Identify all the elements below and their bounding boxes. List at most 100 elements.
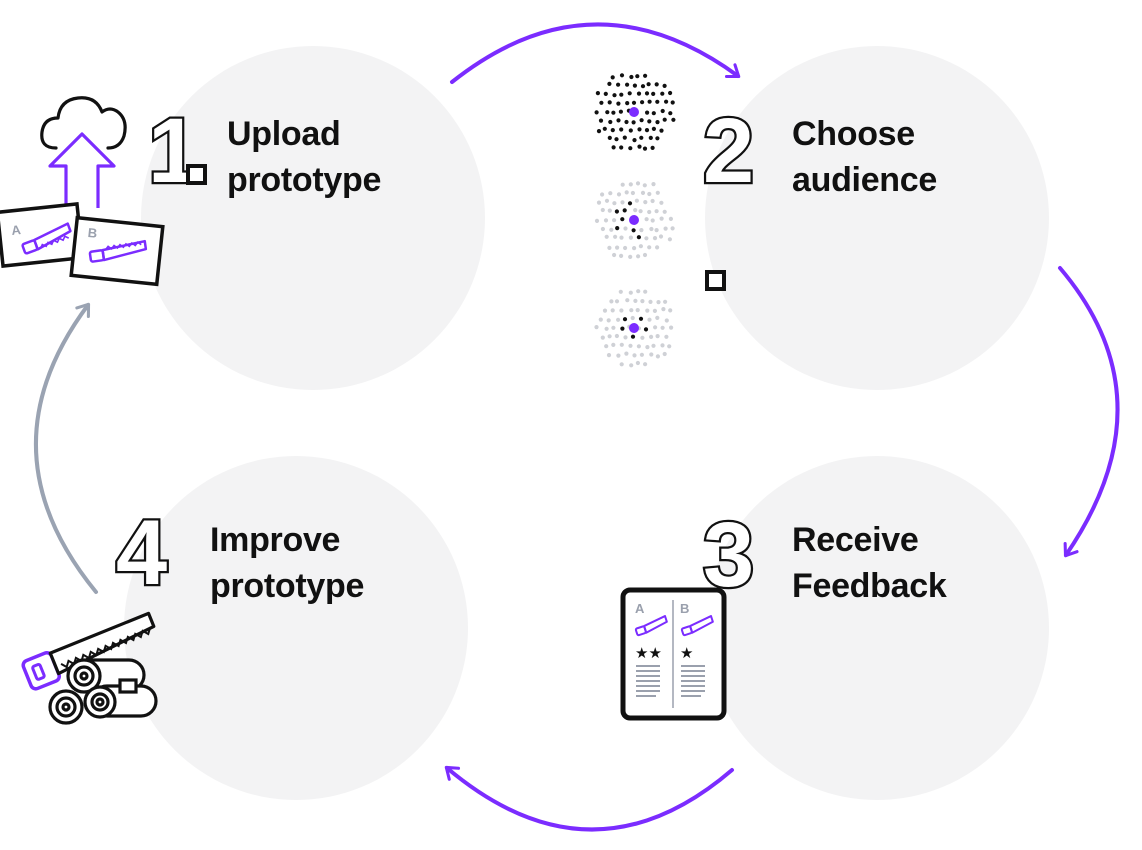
audience-dot <box>659 200 664 205</box>
audience-dot <box>655 354 661 359</box>
audience-dot <box>628 182 633 187</box>
step1-label-line1: Upload <box>227 115 341 153</box>
audience-dot <box>651 182 656 187</box>
audience-dot <box>662 351 667 357</box>
audience-dot <box>616 317 621 322</box>
audience-dot <box>649 334 654 339</box>
audience-dot <box>619 145 624 150</box>
audience-dot <box>642 183 647 188</box>
audience-dot <box>632 138 637 143</box>
audience-dot <box>637 144 642 149</box>
audience-dot <box>632 83 638 88</box>
audience-dot <box>614 137 619 142</box>
audience-dot <box>659 216 664 221</box>
audience-narrow-icon <box>594 289 674 368</box>
audience-dot <box>625 101 630 106</box>
tablet-col-b-label: B <box>680 601 689 616</box>
audience-dot <box>622 208 627 213</box>
audience-dot <box>655 136 660 141</box>
audience-dot <box>607 81 612 86</box>
audience-dot <box>610 128 615 133</box>
audience-dot <box>656 300 661 305</box>
audience-dot <box>660 343 665 348</box>
audience-dot <box>596 200 602 205</box>
audience-dot <box>616 82 621 87</box>
step4-circle <box>124 456 468 800</box>
audience-dot <box>633 298 638 303</box>
audience-dot <box>655 190 660 195</box>
audience-dot <box>600 226 606 232</box>
audience-dot <box>630 190 636 196</box>
audience-dot <box>614 333 620 339</box>
audience-dot <box>636 235 642 240</box>
audience-dot <box>612 201 617 206</box>
audience-dot <box>635 360 641 366</box>
audience-dot <box>630 315 635 321</box>
audience-dot <box>662 209 667 214</box>
audience-dot <box>636 91 642 96</box>
audience-dot <box>654 82 659 87</box>
audience-dot <box>612 93 617 98</box>
step4-label: Improve prototype <box>210 517 364 609</box>
audience-dot <box>607 208 612 213</box>
audience-dot <box>645 308 650 313</box>
saw-icon <box>634 615 668 637</box>
step2-label: Choose audience <box>792 111 937 203</box>
audience-dot <box>643 200 648 205</box>
audience-dot <box>610 308 615 313</box>
audience-dot <box>602 126 607 131</box>
step4-label-line1: Improve <box>210 521 341 559</box>
audience-dot <box>618 109 624 114</box>
audience-dot <box>671 117 676 122</box>
audience-dot <box>647 209 652 215</box>
audience-dot <box>616 353 621 358</box>
audience-dot <box>628 343 633 348</box>
audience-dot <box>655 120 660 125</box>
audience-dot <box>644 128 650 133</box>
card-a-label: A <box>11 222 23 238</box>
audience-dot <box>620 326 625 331</box>
audience-center-dot <box>629 215 639 225</box>
audience-dot <box>594 325 599 330</box>
audience-dot <box>635 181 641 186</box>
audience-dot <box>604 198 610 203</box>
audience-dot <box>619 362 624 367</box>
audience-dot <box>612 218 617 223</box>
audience-dot <box>647 317 652 322</box>
audience-dot <box>667 344 672 349</box>
audience-dot <box>651 343 656 348</box>
audience-dot <box>651 91 656 96</box>
audience-dot <box>598 317 603 322</box>
audience-dot <box>629 74 634 80</box>
audience-center-dot <box>629 323 639 333</box>
audience-dot <box>615 245 620 250</box>
audience-dot <box>640 190 646 195</box>
audience-dot <box>668 216 674 221</box>
audience-dot <box>651 111 656 116</box>
audience-dot <box>627 91 632 96</box>
audience-dot <box>628 146 633 151</box>
audience-dot <box>595 91 601 96</box>
audience-dot <box>631 120 636 125</box>
audience-dot <box>654 209 659 214</box>
saw-icon <box>680 615 714 637</box>
audience-dot <box>643 327 649 332</box>
audience-center-dot <box>629 107 639 117</box>
audience-dot <box>611 110 616 115</box>
audience-dot <box>668 308 673 313</box>
audience-dot <box>647 191 652 197</box>
audience-dot <box>619 235 624 240</box>
audience-dot <box>612 252 617 258</box>
audience-dot <box>660 91 665 96</box>
audience-dot <box>607 245 612 250</box>
audience-dot <box>618 289 623 294</box>
audience-dot <box>668 90 673 96</box>
audience-dot <box>628 128 633 133</box>
audience-dot <box>662 83 667 88</box>
audience-dot <box>596 129 602 134</box>
audience-dot <box>664 99 669 104</box>
arrow-step4-to-step1 <box>33 302 98 594</box>
tablet-col-a-label: A <box>635 601 645 616</box>
audience-dot <box>622 135 627 140</box>
